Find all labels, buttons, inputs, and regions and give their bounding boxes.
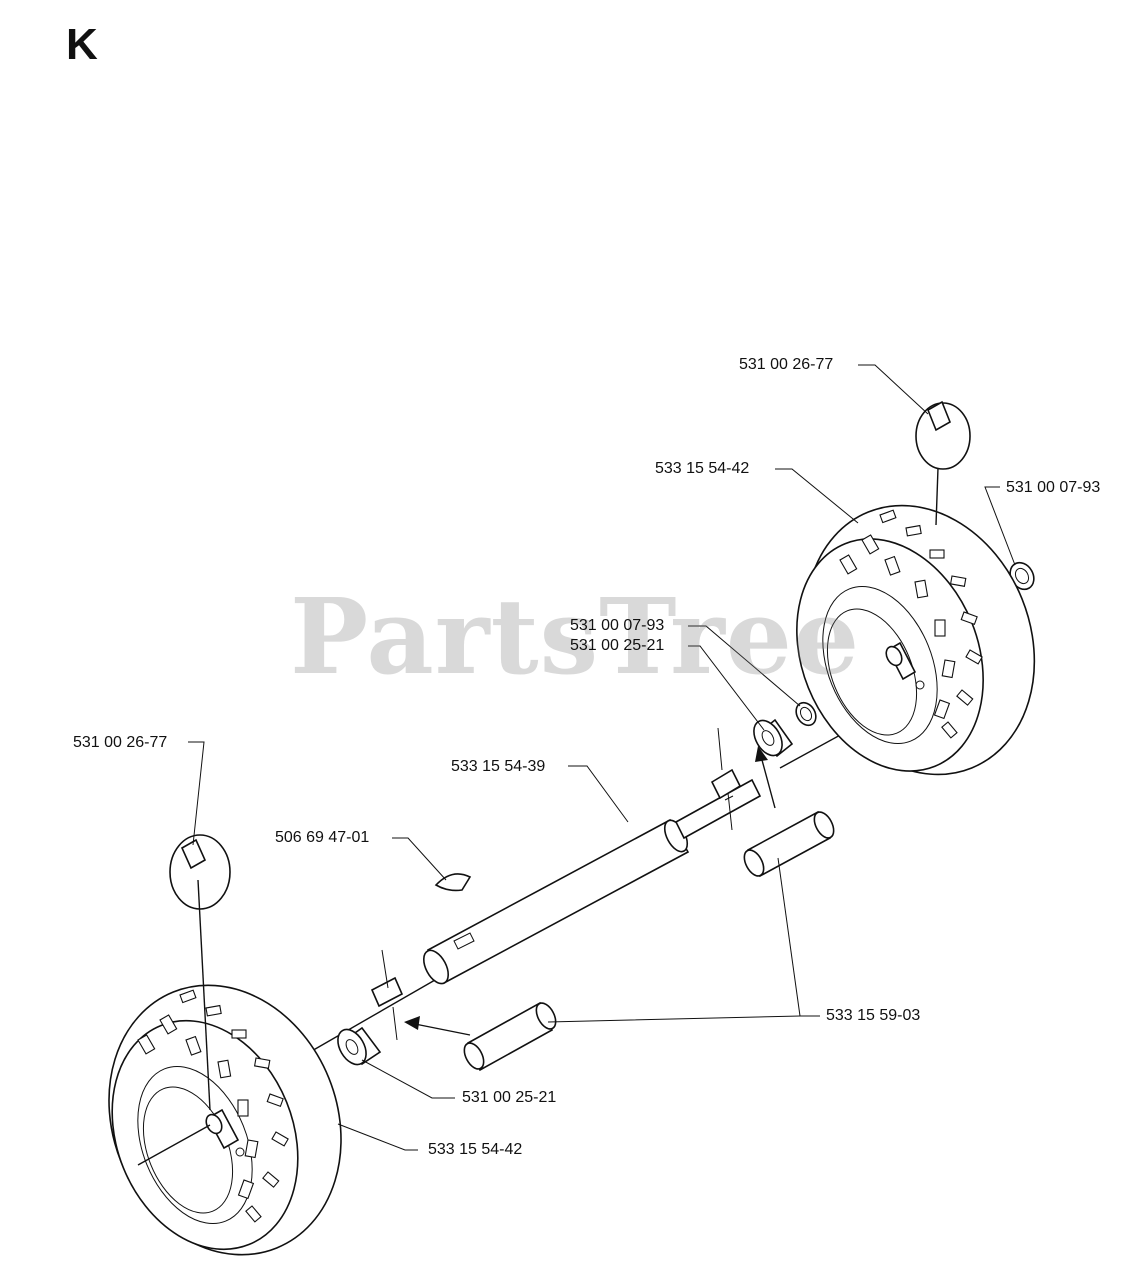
spacer-tube-left[interactable] [460,1000,559,1072]
wheel-right[interactable] [763,471,1073,809]
callout-retaining-ring-inner[interactable]: 531 00 07-93 [570,617,665,634]
callout-axle-shaft[interactable]: 533 15 54-39 [451,758,546,775]
retaining-ring-inner[interactable] [792,699,820,729]
wheel-left-tread [137,989,289,1223]
callout-spacer-tube[interactable]: 533 15 59-03 [826,1007,921,1024]
callout-wheel-right[interactable]: 533 15 54-42 [655,460,750,477]
arrow-left-insert [404,1016,471,1036]
callout-lynch-pin-left[interactable]: 531 00 26-77 [73,734,168,751]
watermark: PartsTree [290,575,861,698]
callout-retaining-ring-outer[interactable]: 531 00 07-93 [1006,479,1101,496]
bushing-left[interactable] [332,1025,382,1070]
wheel-right-tread [839,509,983,739]
lynch-pin-right[interactable] [915,400,971,526]
arrow-right-insert [755,746,776,809]
axle-shaft[interactable] [309,704,896,1053]
callout-bushing-right[interactable]: 531 00 25-21 [570,637,665,654]
woodruff-key[interactable] [434,873,472,892]
spacer-tube-right[interactable] [740,809,837,879]
leader-lines [188,364,1016,1151]
callout-lynch-pin-right[interactable]: 531 00 26-77 [739,356,834,373]
bushing-right[interactable] [748,716,794,761]
lynch-pin-left[interactable] [169,834,231,1111]
callout-woodruff-key[interactable]: 506 69 47-01 [275,829,370,846]
callout-wheel-left[interactable]: 533 15 54-42 [428,1141,523,1158]
section-letter: K [66,20,98,69]
wheel-left[interactable] [69,950,380,1280]
callout-bushing-left[interactable]: 531 00 25-21 [462,1089,557,1106]
